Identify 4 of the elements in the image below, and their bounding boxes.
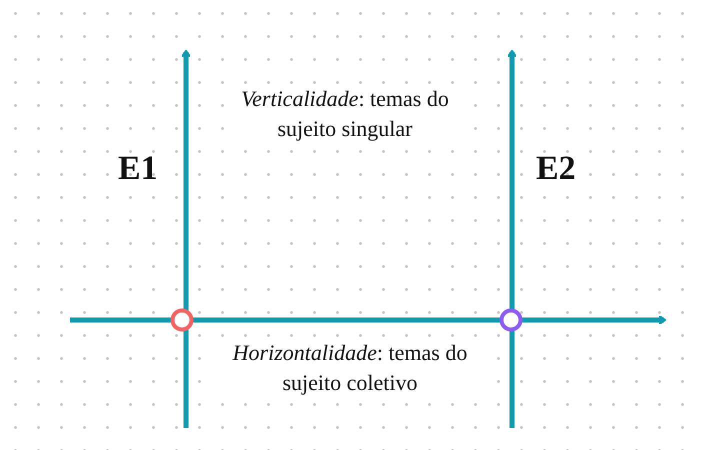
axis-label: E2: [536, 150, 576, 188]
intersection-circle: [499, 308, 523, 332]
intersection-circle: [170, 308, 194, 332]
axis-label: E1: [118, 150, 158, 188]
